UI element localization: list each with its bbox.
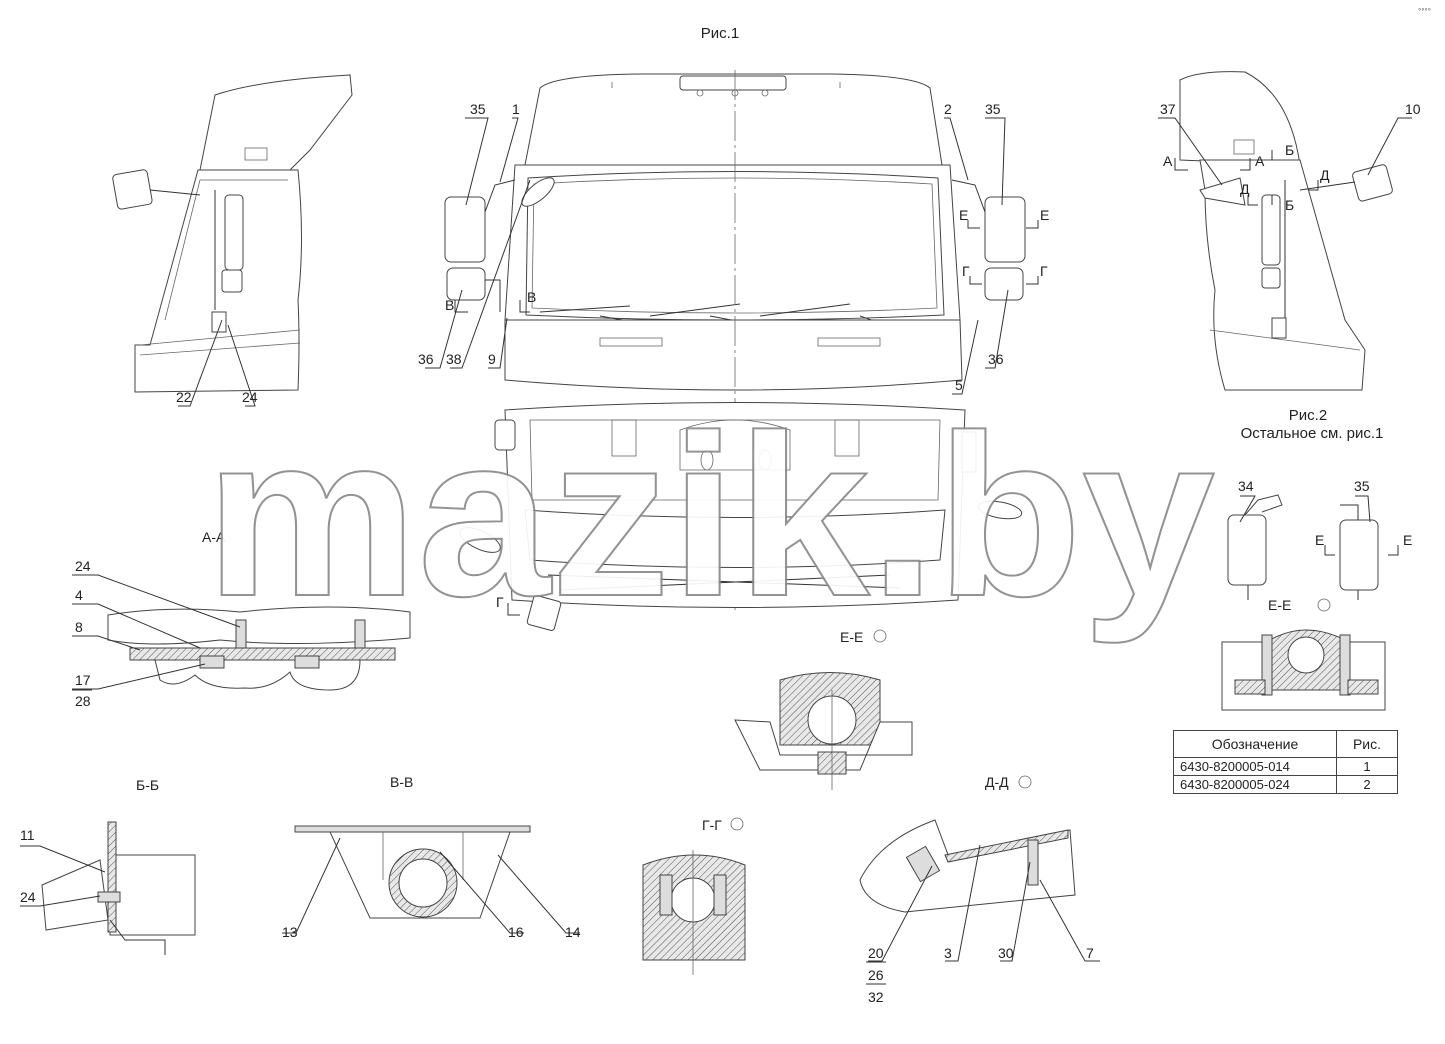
table-row: 6430-8200005-024 2 bbox=[1173, 775, 1398, 794]
callout-32: 32 bbox=[868, 989, 884, 1005]
callout-35-left: 35 bbox=[470, 101, 486, 117]
callout-26: 26 bbox=[868, 967, 884, 983]
callout-5: 5 bbox=[955, 377, 963, 393]
callout-10: 10 bbox=[1405, 101, 1421, 117]
callout-24-side: 24 bbox=[242, 389, 258, 405]
callout-3: 3 bbox=[944, 945, 952, 961]
right-side-view: Рис.2 Остальное см. рис.1 bbox=[1179, 71, 1393, 442]
mark-e-left: Е bbox=[959, 207, 968, 223]
section-g-g: Г-Г bbox=[642, 817, 746, 975]
callout-14: 14 bbox=[565, 924, 581, 940]
fig2-note: Остальное см. рис.1 bbox=[1241, 425, 1384, 442]
table-row: 6430-8200005-014 1 bbox=[1173, 757, 1398, 776]
section-a-a-label: А-А bbox=[202, 529, 226, 545]
rear-cab-view bbox=[459, 402, 1023, 631]
corner-mark: ◦◦◦◦ bbox=[1418, 4, 1431, 14]
section-e-e-center: Е-Е bbox=[734, 629, 913, 790]
callout-2: 2 bbox=[944, 101, 952, 117]
header-fig: Рис. bbox=[1336, 730, 1398, 758]
callout-4: 4 bbox=[75, 587, 83, 603]
callout-17: 17 bbox=[75, 672, 91, 688]
callout-35-right: 35 bbox=[985, 101, 1001, 117]
callout-7: 7 bbox=[1086, 945, 1094, 961]
mark-d-right: Д bbox=[1320, 167, 1330, 183]
mark-e-mirror-right: Е bbox=[1403, 532, 1412, 548]
section-v-v: В-В bbox=[294, 774, 531, 919]
section-e-e-center-label: Е-Е bbox=[840, 629, 863, 645]
mark-b-top: Б bbox=[1285, 142, 1294, 158]
mark-g-rear: Г bbox=[496, 594, 504, 610]
callout-35-mirror: 35 bbox=[1354, 478, 1370, 494]
mark-a-right: А bbox=[1255, 153, 1265, 169]
callout-34: 34 bbox=[1238, 478, 1254, 494]
callout-13: 13 bbox=[282, 924, 298, 940]
mark-e-mirror-left: Е bbox=[1315, 532, 1324, 548]
section-a-a: А-А bbox=[107, 529, 411, 691]
section-e-e-right: Е-Е bbox=[1221, 597, 1386, 711]
callout-30: 30 bbox=[998, 945, 1014, 961]
callout-37: 37 bbox=[1160, 101, 1176, 117]
row-designation: 6430-8200005-024 bbox=[1173, 775, 1337, 794]
fig2-caption: Рис.2 bbox=[1289, 407, 1327, 424]
section-e-e-right-label: Е-Е bbox=[1268, 597, 1291, 613]
watermark: mazik.by bbox=[205, 387, 1215, 644]
callout-1: 1 bbox=[512, 101, 520, 117]
row-fig: 2 bbox=[1336, 775, 1398, 794]
section-v-v-label: В-В bbox=[390, 774, 413, 790]
left-side-view bbox=[112, 74, 353, 393]
section-d-d: Д-Д bbox=[859, 774, 1076, 913]
callout-20: 20 bbox=[868, 945, 884, 961]
row-fig: 1 bbox=[1336, 757, 1398, 776]
callout-numbers: 35 1 2 35 36 38 9 5 36 22 24 37 10 34 35… bbox=[20, 101, 1421, 1005]
section-b-b: Б-Б bbox=[41, 777, 196, 955]
callout-16: 16 bbox=[508, 924, 524, 940]
header-designation: Обозначение bbox=[1173, 730, 1337, 758]
mark-a-left: А bbox=[1163, 153, 1173, 169]
mark-v-right: В bbox=[527, 289, 536, 305]
front-cab-view: Рис.1 bbox=[444, 25, 1026, 610]
designation-table: Обозначение Рис. 6430-8200005-014 1 6430… bbox=[1173, 730, 1398, 794]
mark-e-right: Е bbox=[1040, 207, 1049, 223]
row-designation: 6430-8200005-014 bbox=[1173, 757, 1337, 776]
mirror-detail bbox=[1227, 494, 1379, 600]
callout-38: 38 bbox=[446, 351, 462, 367]
mark-g-left: Г bbox=[962, 263, 970, 279]
callout-8: 8 bbox=[75, 619, 83, 635]
callout-24-section: 24 bbox=[75, 558, 91, 574]
section-g-g-label: Г-Г bbox=[702, 817, 722, 833]
mark-b-bottom: Б bbox=[1285, 197, 1294, 213]
callout-9: 9 bbox=[488, 351, 496, 367]
callout-36-right: 36 bbox=[988, 351, 1004, 367]
mark-g-right: Г bbox=[1040, 263, 1048, 279]
leader-lines bbox=[20, 117, 1412, 962]
section-marks: В В Е Е Г Г А А Б Б Д Д Г Е Е bbox=[445, 142, 1412, 616]
mark-v-left: В bbox=[445, 297, 454, 313]
section-b-b-label: Б-Б bbox=[136, 777, 159, 793]
fig1-caption: Рис.1 bbox=[701, 25, 739, 42]
callout-28: 28 bbox=[75, 693, 91, 709]
callout-24-bb: 24 bbox=[20, 889, 36, 905]
section-d-d-label: Д-Д bbox=[985, 774, 1009, 790]
callout-11: 11 bbox=[20, 827, 35, 843]
callout-36-left: 36 bbox=[418, 351, 434, 367]
callout-22: 22 bbox=[176, 389, 192, 405]
mark-d-left: Д bbox=[1240, 181, 1250, 197]
table-header-row: Обозначение Рис. bbox=[1173, 730, 1398, 758]
